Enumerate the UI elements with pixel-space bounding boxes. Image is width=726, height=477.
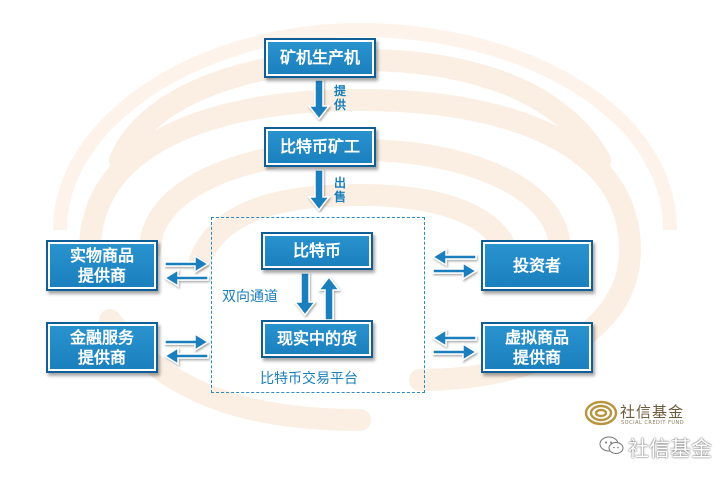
node-physical-goods-supplier: 实物商品 提供商 <box>46 240 158 291</box>
arrow-bitcoin-to-goods <box>293 272 317 317</box>
edge-label-provide: 提供 <box>333 84 346 112</box>
arrow-physical-to-platform <box>164 254 210 274</box>
arrow-financial-to-platform <box>164 332 210 352</box>
edge-label-two-way-channel: 双向通道 <box>222 289 278 305</box>
bitcoin-trading-platform-border <box>211 217 425 393</box>
wechat-icon <box>599 436 624 454</box>
node-mining-machine-producer: 矿机生产机 <box>264 38 376 78</box>
node-bitcoin: 比特币 <box>261 232 373 270</box>
arrow-sell <box>307 169 331 212</box>
arrow-platform-to-financial <box>163 346 209 366</box>
node-virtual-goods-supplier: 虚拟商品 提供商 <box>481 322 593 373</box>
watermark-text: 社信基金 <box>628 437 712 461</box>
logo-icon <box>584 400 618 426</box>
logo-subtitle: SOCIAL CREDIT FUND <box>621 420 685 426</box>
edge-label-sell: 出售 <box>333 176 346 204</box>
node-bitcoin-miner: 比特币矿工 <box>264 127 376 167</box>
arrow-platform-to-physical <box>163 268 209 288</box>
arrow-platform-to-virtual <box>432 342 478 362</box>
arrow-platform-to-investor <box>432 261 478 281</box>
node-financial-services-supplier: 金融服务 提供商 <box>46 322 158 373</box>
logo-name: 社信基金 <box>620 403 685 421</box>
node-investor: 投资者 <box>481 240 593 291</box>
arrow-investor-to-platform <box>431 247 477 267</box>
group-label-bitcoin-trading-platform: 比特币交易平台 <box>260 371 358 387</box>
arrow-virtual-to-platform <box>431 328 477 348</box>
node-real-goods: 现实中的货 <box>261 320 373 358</box>
arrow-provide <box>307 79 331 121</box>
arrow-goods-to-bitcoin <box>317 275 341 321</box>
